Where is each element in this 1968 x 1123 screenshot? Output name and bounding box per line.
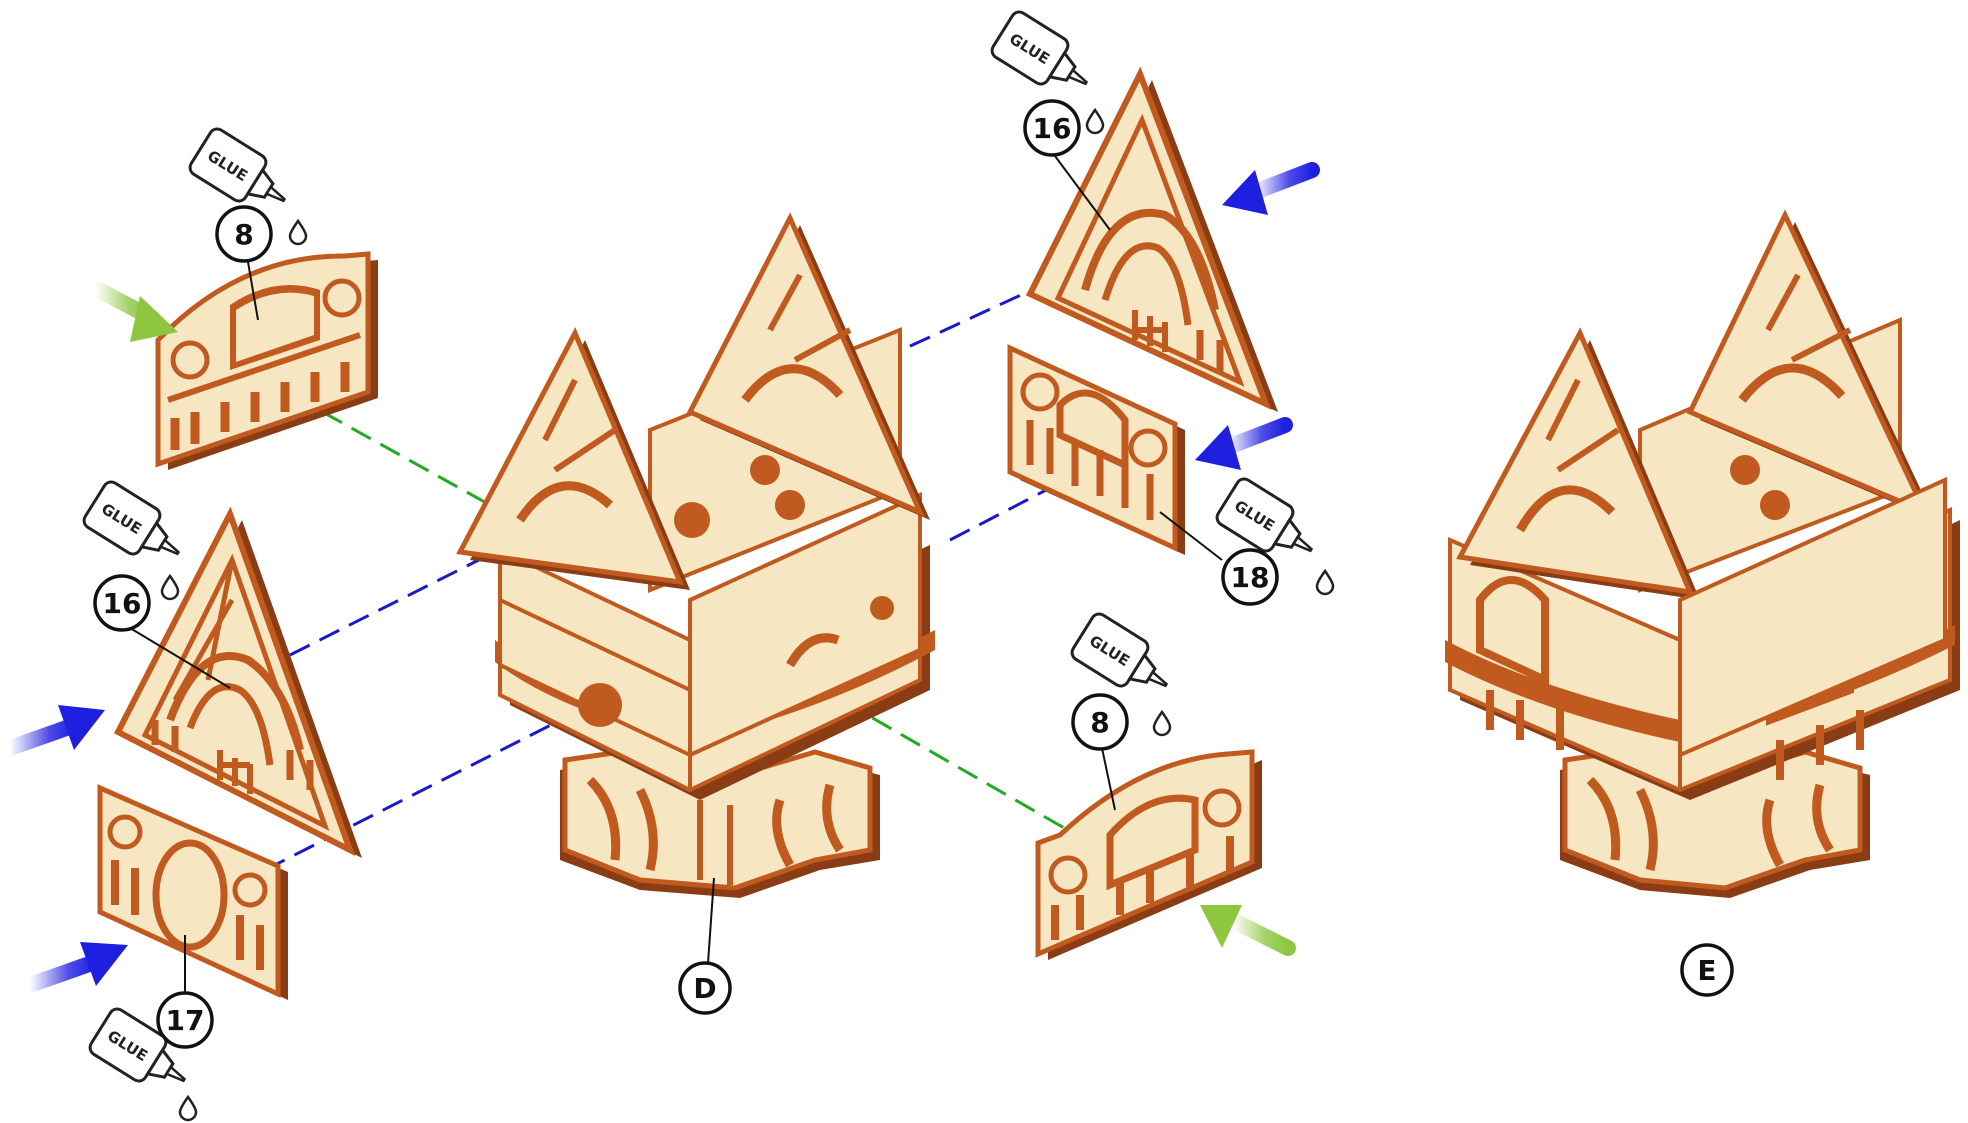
callout-8-right: 8 [1071, 693, 1129, 751]
panel-18 [1007, 344, 1185, 555]
callout-label: E [1697, 954, 1716, 987]
glue-bottle-right-middle: GLUE [1212, 474, 1335, 596]
leader-16-left [119, 621, 231, 689]
callout-18: 18 [1221, 548, 1279, 606]
panel-8-left [155, 251, 378, 470]
green-arrow-right [1200, 905, 1296, 956]
callout-8-left: 8 [215, 205, 273, 263]
callout-label: 8 [234, 218, 253, 251]
glue-bottle-left-bottom: GLUE [85, 1004, 200, 1122]
guide-line-green-right [814, 683, 1121, 862]
leader-d [707, 877, 715, 964]
glue-bottle-right-top: GLUE [987, 7, 1105, 135]
panel-16-right [1025, 66, 1278, 412]
panel-8-right [1035, 749, 1262, 960]
callout-label: 18 [1231, 561, 1270, 594]
callout-label: 16 [1033, 112, 1072, 145]
blue-arrow-right-upper [1222, 162, 1320, 215]
green-arrow-left [87, 280, 178, 342]
callout-16-left: 16 [93, 574, 151, 632]
glue-bottle-right-lower: GLUE [1067, 609, 1182, 737]
glue-bottle-left-middle: GLUE [79, 477, 194, 601]
panel-17 [97, 784, 288, 1000]
callout-label: 8 [1090, 706, 1109, 739]
callout-d: D [678, 961, 732, 1015]
blue-arrow-left-upper [2, 705, 105, 756]
leader-lines [119, 151, 1223, 993]
callout-e: E [1680, 943, 1734, 997]
leader-8-right [1101, 747, 1116, 811]
callout-16-right: 16 [1023, 99, 1081, 157]
blue-arrow-right-lower [1195, 417, 1293, 470]
panel-16-left [113, 506, 362, 858]
leader-8-left [247, 261, 259, 321]
callout-label: 16 [103, 587, 142, 620]
callout-label: D [693, 972, 716, 1005]
leader-16-right [1051, 151, 1111, 231]
guide-line-blue-left-upper [289, 498, 599, 657]
assembly-d [456, 212, 935, 898]
direction-arrows [2, 162, 1320, 993]
blue-arrow-left-lower [22, 942, 128, 993]
callout-17: 17 [156, 991, 214, 1049]
leader-18 [1159, 511, 1223, 561]
glue-bottle-left-top: GLUE [185, 124, 308, 246]
callout-label: 17 [166, 1004, 205, 1037]
assembly-e [1445, 209, 1960, 898]
